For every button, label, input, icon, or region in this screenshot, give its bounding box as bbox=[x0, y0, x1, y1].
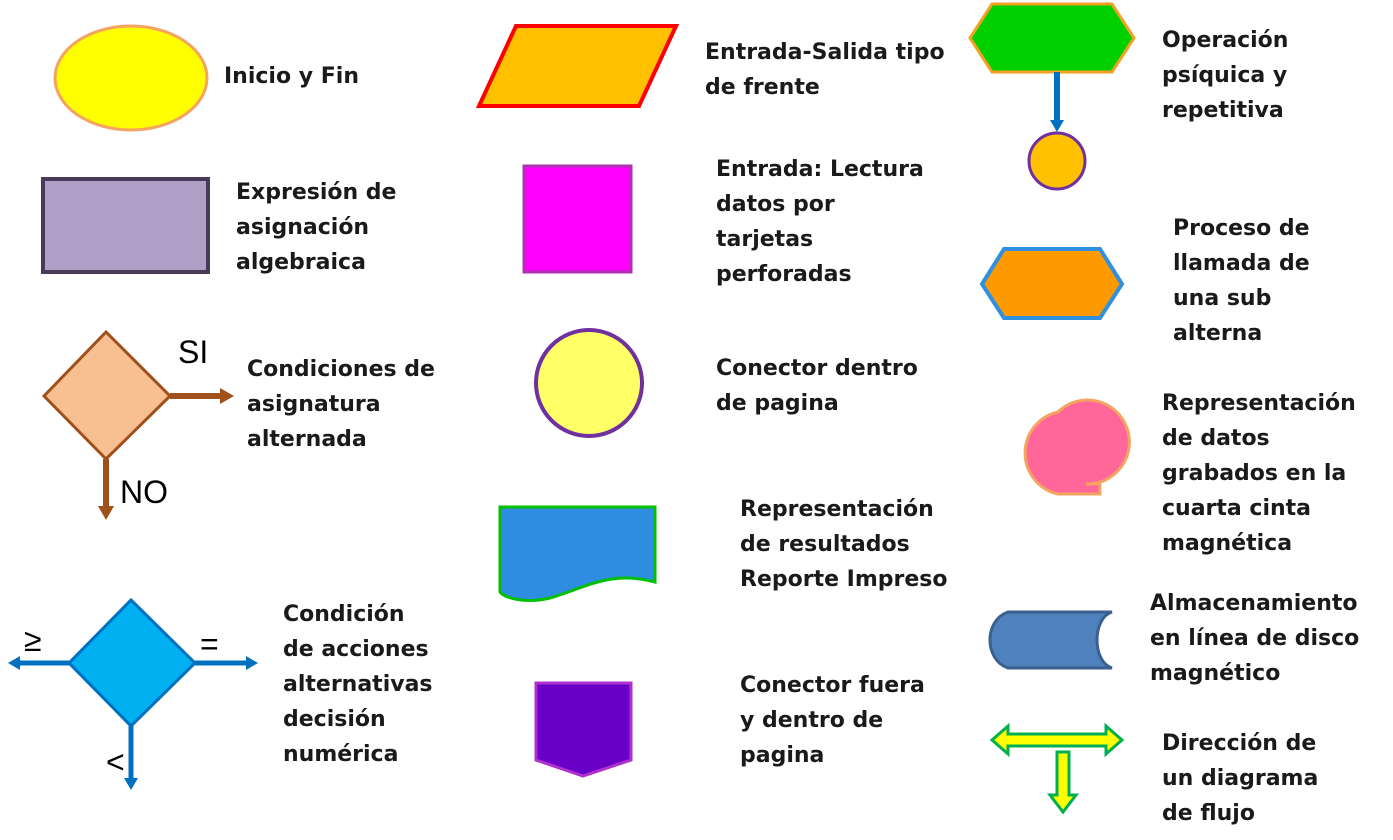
magnetic-tape-symbol bbox=[1023, 398, 1131, 496]
less-than-branch-label: < bbox=[106, 744, 125, 780]
input-output-parallelogram-symbol bbox=[475, 24, 680, 108]
equal-branch-label: = bbox=[200, 626, 219, 662]
on-page-connector-symbol bbox=[534, 328, 644, 438]
terminal-oval-symbol bbox=[53, 24, 209, 132]
punched-card-symbol bbox=[522, 164, 633, 274]
label-entrada-lectura: Entrada: Lectura datos por tarjetas perf… bbox=[716, 157, 924, 287]
process-rectangle-symbol bbox=[41, 177, 210, 274]
manual-operation-hexagon-symbol bbox=[968, 2, 1136, 191]
label-condicion-acciones: Condición de acciones alternativas decis… bbox=[283, 602, 433, 767]
label-condiciones-asignatura: Condiciones de asignatura alternada bbox=[247, 357, 435, 452]
label-proceso-llamada: Proceso de llamada de una sub alterna bbox=[1173, 216, 1310, 346]
off-page-connector-symbol bbox=[534, 681, 633, 778]
no-branch-label: NO bbox=[120, 474, 168, 510]
label-almacenamiento: Almacenamiento en línea de disco magnéti… bbox=[1150, 591, 1360, 686]
yes-branch-label: SI bbox=[178, 334, 209, 370]
subroutine-hexagon-symbol bbox=[979, 247, 1125, 320]
label-representacion-datos: Representación de datos grabados en la c… bbox=[1162, 391, 1356, 556]
label-direccion-flujo: Dirección de un diagrama de flujo bbox=[1162, 731, 1319, 826]
label-entrada-salida: Entrada-Salida tipo de frente bbox=[705, 40, 945, 100]
greater-equal-branch-label: ≥ bbox=[24, 622, 42, 658]
label-representacion-resultados: Representación de resultados Reporte Imp… bbox=[740, 497, 948, 592]
disk-storage-symbol bbox=[988, 610, 1113, 670]
label-conector-dentro: Conector dentro de pagina bbox=[716, 356, 918, 416]
label-expresion-asignacion: Expresión de asignación algebraica bbox=[236, 180, 397, 275]
numeric-decision-diamond-symbol bbox=[8, 597, 258, 790]
label-operacion-psiquica: Operación psíquica y repetitiva bbox=[1162, 28, 1289, 123]
decision-diamond-symbol bbox=[41, 329, 234, 520]
document-report-symbol bbox=[498, 505, 657, 602]
flow-direction-arrows-symbol bbox=[989, 722, 1125, 815]
label-inicio-fin: Inicio y Fin bbox=[224, 64, 359, 89]
label-conector-fuera: Conector fuera y dentro de pagina bbox=[740, 673, 925, 768]
